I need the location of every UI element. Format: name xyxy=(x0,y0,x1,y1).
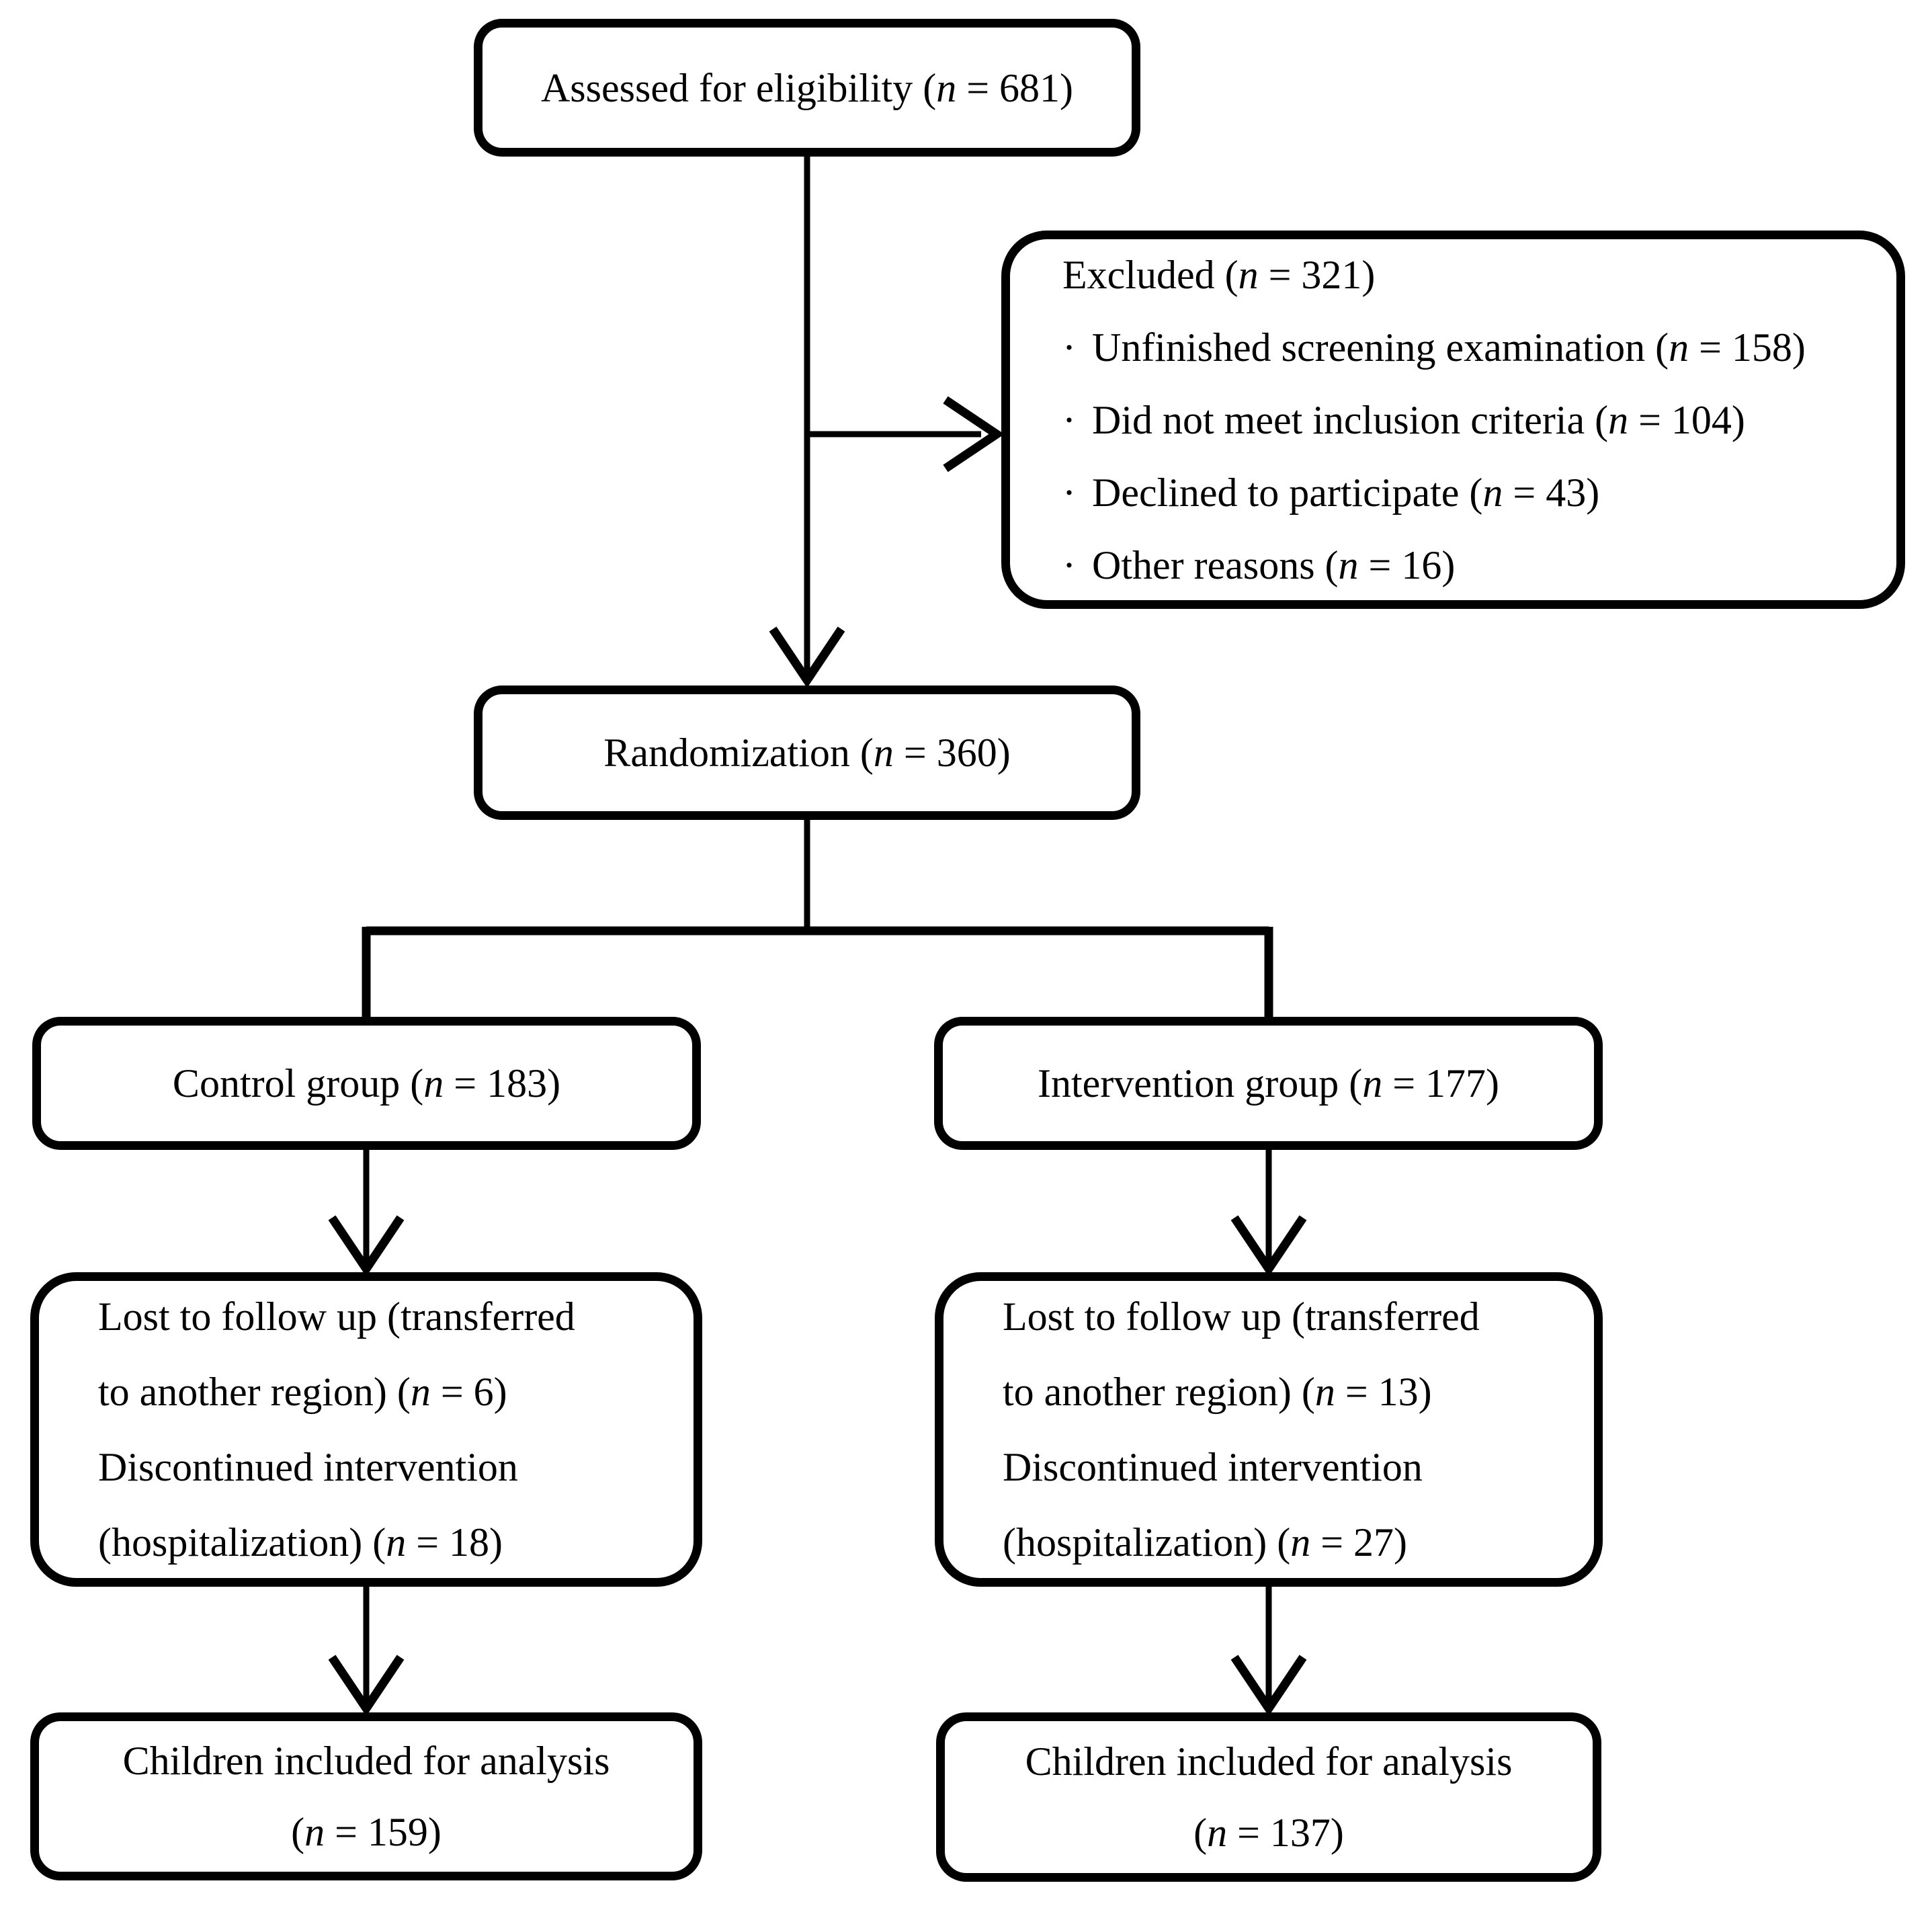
arrowhead-into-randomization xyxy=(769,626,845,688)
randomization-box: Randomization (n = 360) xyxy=(474,686,1140,820)
excluded-item-row: · Did not meet inclusion criteria (n = 1… xyxy=(1062,384,1883,456)
excluded-item: Declined to participate (n = 43) xyxy=(1091,470,1600,515)
lost-followup-intervention-box: Lost to follow up (transferred to anothe… xyxy=(935,1272,1603,1587)
excluded-title: Excluded (n = 321) xyxy=(1062,252,1376,297)
control-group-label: Control group (n = 183) xyxy=(172,1061,561,1106)
excluded-item: Did not meet inclusion criteria (n = 104… xyxy=(1091,397,1745,442)
intervention-group-label: Intervention group (n = 177) xyxy=(1037,1061,1500,1106)
lost-followup-control-box: Lost to follow up (transferred to anothe… xyxy=(30,1272,702,1587)
bullet-dot-icon: · xyxy=(1062,397,1076,442)
analysis-intervention-line: (n = 137) xyxy=(1193,1811,1344,1855)
analysis-intervention-line: Children included for analysis xyxy=(1025,1739,1513,1784)
lost-followup-intervention-line: Discontinued intervention xyxy=(1003,1445,1423,1489)
intervention-group-box: Intervention group (n = 177) xyxy=(934,1017,1603,1150)
arrowhead-into-analysis-intervention xyxy=(1230,1655,1307,1716)
excluded-item: Other reasons (n = 16) xyxy=(1091,542,1456,587)
analysis-control-line: (n = 159) xyxy=(291,1810,442,1854)
lost-followup-control-line: (hospitalization) (n = 18) xyxy=(98,1520,503,1565)
excluded-item-row: · Unfinished screening examination (n = … xyxy=(1062,311,1883,384)
analysis-intervention-box: Children included for analysis (n = 137) xyxy=(936,1712,1601,1882)
assessed-eligibility-box: Assessed for eligibility (n = 681) xyxy=(474,19,1140,157)
excluded-box: Excluded (n = 321) · Unfinished screenin… xyxy=(1001,231,1905,609)
bullet-dot-icon: · xyxy=(1062,470,1076,515)
lost-followup-intervention-line: (hospitalization) (n = 27) xyxy=(1003,1520,1408,1565)
analysis-control-box: Children included for analysis (n = 159) xyxy=(30,1712,702,1880)
excluded-item: Unfinished screening examination (n = 15… xyxy=(1091,325,1806,370)
excluded-item-row: · Other reasons (n = 16) xyxy=(1062,529,1883,601)
lost-followup-intervention-line: Lost to follow up (transferred xyxy=(1003,1294,1480,1339)
lost-followup-control-line: to another region) (n = 6) xyxy=(98,1370,507,1414)
arrowhead-into-excluded xyxy=(943,396,1005,472)
bullet-dot-icon: · xyxy=(1062,542,1076,587)
arrowhead-into-lost-control xyxy=(328,1215,405,1277)
analysis-control-line: Children included for analysis xyxy=(122,1739,610,1783)
control-group-box: Control group (n = 183) xyxy=(32,1017,701,1150)
lost-followup-intervention-line: to another region) (n = 13) xyxy=(1003,1370,1432,1414)
excluded-item-row: · Declined to participate (n = 43) xyxy=(1062,456,1883,529)
bullet-dot-icon: · xyxy=(1062,325,1076,370)
arrowhead-into-analysis-control xyxy=(328,1655,405,1716)
randomization-label: Randomization (n = 360) xyxy=(603,731,1011,775)
lost-followup-control-line: Discontinued intervention xyxy=(98,1445,518,1489)
lost-followup-control-line: Lost to follow up (transferred xyxy=(98,1294,575,1339)
arrowhead-into-lost-intervention xyxy=(1230,1215,1307,1277)
assessed-eligibility-label: Assessed for eligibility (n = 681) xyxy=(540,65,1074,110)
